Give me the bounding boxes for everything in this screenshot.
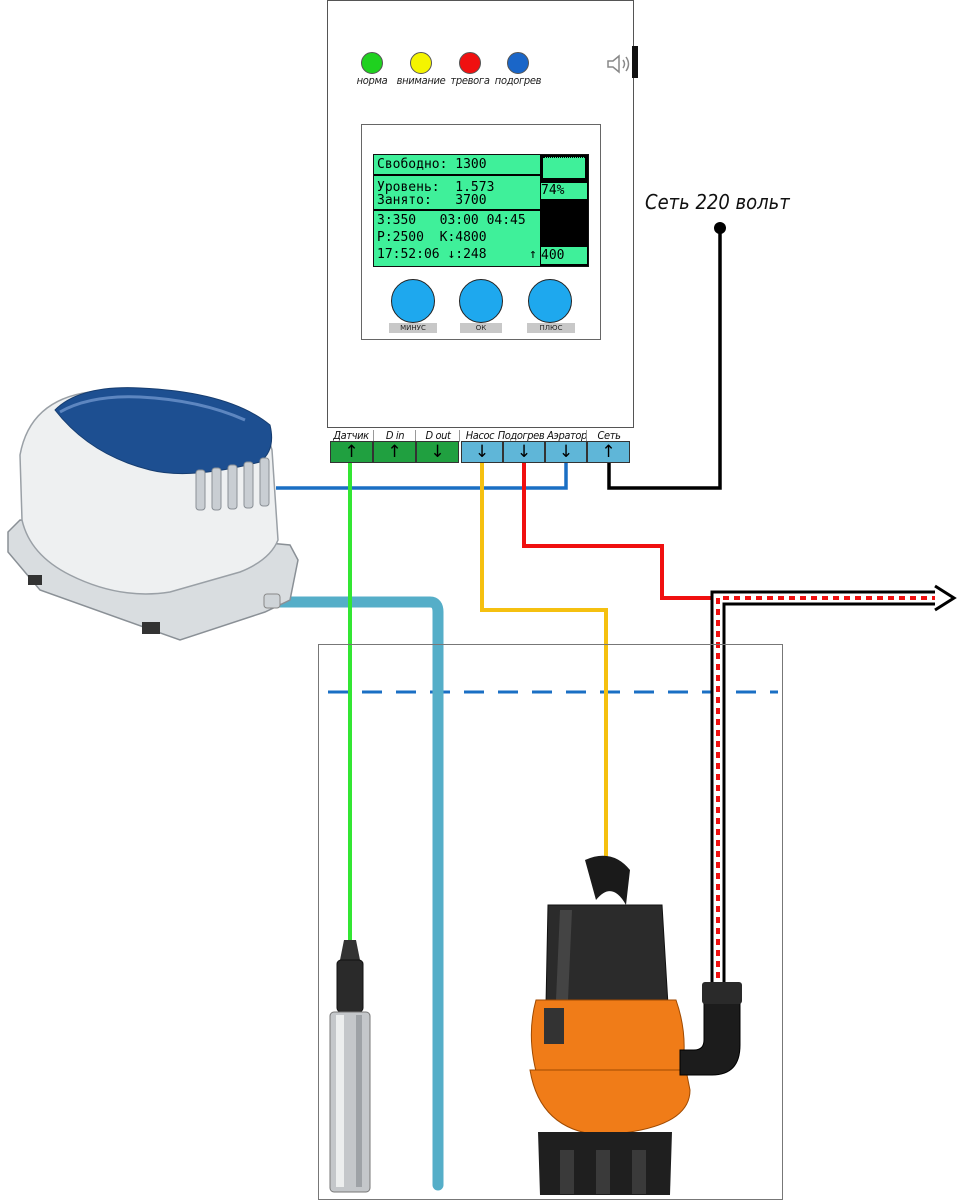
terminal-separator	[586, 430, 587, 442]
level-sensor-probe	[329, 940, 371, 1193]
lcd-arrow-up: ↑	[529, 247, 537, 262]
led-label-warning: внимание	[396, 74, 446, 87]
air-compressor	[7, 387, 299, 641]
lcd-percent: 74%	[541, 183, 587, 199]
mains-terminal-dot	[714, 222, 726, 234]
lcd-line-occupied: Занято: 3700	[377, 193, 487, 208]
terminal-pump[interactable]: ↓	[461, 441, 503, 463]
ok-button[interactable]	[459, 279, 503, 323]
plus-button[interactable]	[528, 279, 572, 323]
terminal-separator	[415, 430, 416, 442]
mains-label: Сеть 220 вольт	[645, 190, 790, 214]
led-label-normal: норма	[356, 74, 388, 87]
led-label-heating: подогрев	[494, 74, 542, 87]
terminal-label-d-in: D in	[385, 429, 405, 442]
speaker-icon	[607, 54, 630, 74]
lcd-separator	[374, 174, 540, 176]
terminal-mains[interactable]: ↑	[587, 441, 630, 463]
lcd-line-pk: P:2500 K:4800	[377, 230, 487, 245]
lcd-line-level: Уровень: 1.573	[377, 180, 495, 195]
led-label-alarm: тревога	[450, 74, 490, 87]
pump-wire	[480, 462, 608, 870]
terminal-label-sensor: Датчик	[333, 429, 369, 442]
terminal-label-aerator: Аэратор	[547, 429, 587, 442]
terminal-aerator[interactable]: ↓	[545, 441, 587, 463]
terminal-d-in[interactable]: ↑	[373, 441, 416, 463]
minus-button-label: МИНУС	[389, 323, 437, 333]
terminal-label-d-out: D out	[425, 429, 451, 442]
minus-button[interactable]	[391, 279, 435, 323]
terminal-label-heater: Подогрев	[497, 429, 545, 442]
lcd-screen: Свободно: 1300 Уровень: 1.573 Занято: 37…	[373, 154, 589, 267]
terminal-separator	[373, 430, 374, 442]
lcd-line-clock: 17:52:06 ↓:248	[377, 247, 487, 262]
heater-cable-arrow	[934, 584, 957, 612]
led-warning	[410, 52, 432, 74]
led-alarm	[459, 52, 481, 74]
ok-button-label: ОК	[460, 323, 502, 333]
speaker-grille	[632, 46, 638, 78]
mains-wire	[607, 228, 722, 490]
lcd-separator	[374, 209, 540, 211]
submersible-pump	[529, 855, 742, 1195]
lcd-bottom-value: 400	[541, 247, 587, 264]
lcd-level-bar-empty	[543, 157, 585, 178]
lcd-line-free: Свободно: 1300	[377, 157, 487, 172]
heater-wire	[522, 462, 714, 600]
led-normal	[361, 52, 383, 74]
led-heating	[507, 52, 529, 74]
terminal-heater[interactable]: ↓	[503, 441, 545, 463]
terminal-separator	[459, 430, 460, 442]
terminal-label-pump: Насос	[465, 429, 495, 442]
terminal-sensor[interactable]: ↑	[330, 441, 373, 463]
air-pipe	[270, 596, 444, 1191]
terminal-label-mains: Сеть	[597, 429, 621, 442]
aerator-wire	[276, 462, 568, 490]
lcd-line-timers: 3:350 03:00 04:45	[377, 213, 526, 228]
tank	[318, 644, 783, 1200]
terminal-d-out[interactable]: ↓	[416, 441, 459, 463]
plus-button-label: ПЛЮС	[527, 323, 575, 333]
